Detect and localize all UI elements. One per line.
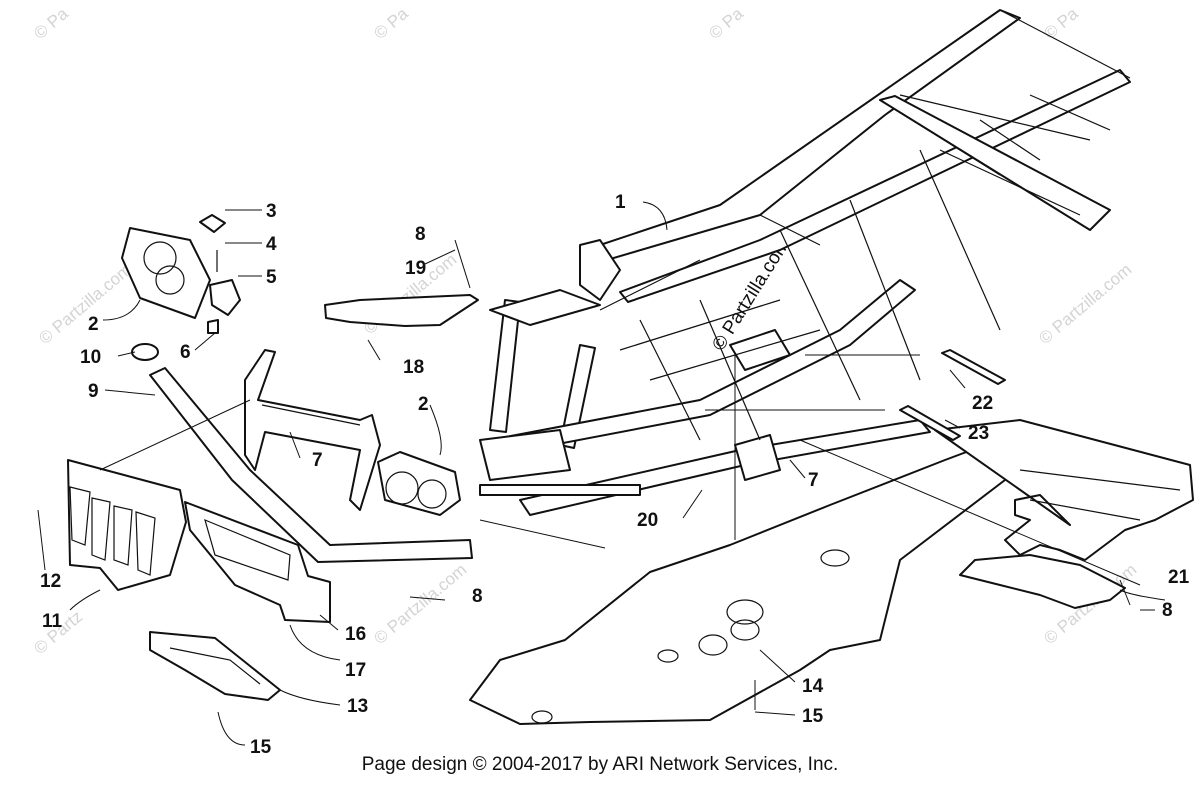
main-skid-plate xyxy=(469,431,1036,725)
callout-13: 13 xyxy=(347,696,368,717)
callout-5: 5 xyxy=(266,267,277,288)
callout-4: 4 xyxy=(266,234,277,255)
frame-strip-23 xyxy=(899,405,961,441)
callout-2: 2 xyxy=(418,394,429,415)
callout-1: 1 xyxy=(615,192,626,213)
callout-8: 8 xyxy=(472,586,483,607)
callout-6: 6 xyxy=(180,342,191,363)
callout-9: 9 xyxy=(88,381,99,402)
callout-14: 14 xyxy=(802,676,824,697)
bumper-bracket xyxy=(244,349,381,511)
watermark: © Partzilla.com xyxy=(370,560,470,648)
callout-2: 2 xyxy=(88,314,99,335)
frame-strip-22 xyxy=(941,349,1006,385)
callout-15: 15 xyxy=(802,706,824,727)
hardware-bolts xyxy=(131,214,241,361)
callout-8: 8 xyxy=(415,224,426,245)
callout-7: 7 xyxy=(808,470,819,491)
side-bracket xyxy=(324,294,479,327)
footer-caption: Page design © 2004-2017 by ARI Network S… xyxy=(361,754,839,775)
main-frame xyxy=(479,9,1131,516)
bumper-tube xyxy=(149,367,473,563)
watermark: © Partzilla.com xyxy=(1035,260,1135,348)
callout-12: 12 xyxy=(40,571,61,592)
callout-labels: 1 2 2 3 4 5 6 7 7 8 8 8 9 10 11 12 13 14… xyxy=(40,192,1190,758)
callout-3: 3 xyxy=(266,201,277,222)
callout-15: 15 xyxy=(250,737,272,758)
center-guard xyxy=(184,501,331,623)
callout-11: 11 xyxy=(42,611,63,632)
footrest xyxy=(934,419,1194,609)
callout-17: 17 xyxy=(345,660,366,681)
leader-lines xyxy=(37,201,1166,746)
watermark: © Pa xyxy=(705,4,747,43)
callout-18: 18 xyxy=(403,357,424,378)
callout-22: 22 xyxy=(972,393,993,414)
callout-8: 8 xyxy=(1162,600,1173,621)
watermark: © Partzilla.com xyxy=(35,260,135,348)
watermark: © Pa xyxy=(370,4,412,43)
headlight-left xyxy=(121,227,211,319)
callout-7: 7 xyxy=(312,450,323,471)
callout-19: 19 xyxy=(405,258,426,279)
callout-10: 10 xyxy=(80,347,101,368)
front-skid-plate xyxy=(149,631,281,701)
callout-23: 23 xyxy=(968,423,989,444)
watermark: © Pa xyxy=(30,4,72,43)
watermark: © Pa xyxy=(1040,4,1082,43)
callout-16: 16 xyxy=(345,624,366,645)
grille-plate xyxy=(67,459,187,591)
callout-21: 21 xyxy=(1168,567,1190,588)
callout-20: 20 xyxy=(637,510,658,531)
headlight-right xyxy=(377,451,461,516)
